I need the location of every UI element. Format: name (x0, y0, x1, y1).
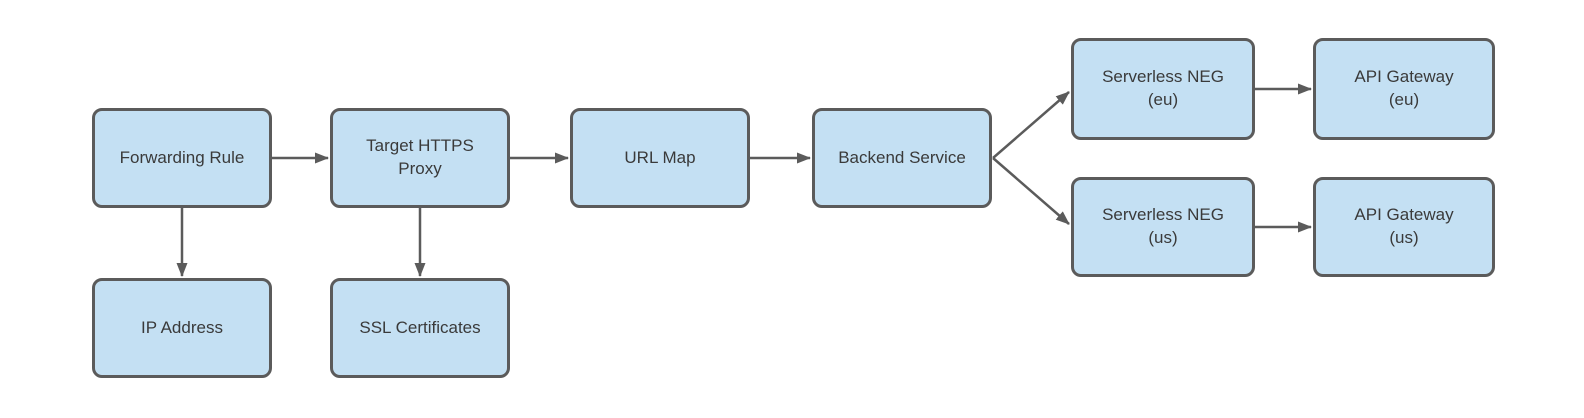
node-serverless-neg-us: Serverless NEG (us) (1071, 177, 1255, 277)
node-serverless-neg-eu-label: Serverless NEG (eu) (1102, 67, 1224, 109)
node-backend-service: Backend Service (812, 108, 992, 208)
node-target-https-proxy-label: Target HTTPS Proxy (366, 136, 474, 178)
node-serverless-neg-eu: Serverless NEG (eu) (1071, 38, 1255, 140)
arrow-backend-service-to-serverless-neg-us (992, 157, 1070, 225)
node-api-gateway-us: API Gateway (us) (1313, 177, 1495, 277)
node-ip-address-label: IP Address (141, 317, 223, 337)
node-forwarding-rule: Forwarding Rule (92, 108, 272, 208)
node-api-gateway-eu-label: API Gateway (eu) (1354, 67, 1454, 109)
node-backend-service-label: Backend Service (838, 147, 966, 167)
node-ip-address: IP Address (92, 278, 272, 378)
node-url-map-label: URL Map (624, 147, 696, 167)
node-forwarding-rule-label: Forwarding Rule (119, 147, 245, 167)
node-api-gateway-eu: API Gateway (eu) (1313, 38, 1495, 140)
node-target-https-proxy: Target HTTPS Proxy (330, 108, 510, 208)
node-serverless-neg-us-label: Serverless NEG (us) (1102, 205, 1224, 247)
arrow-backend-service-to-serverless-neg-eu (992, 91, 1070, 159)
node-api-gateway-us-label: API Gateway (us) (1354, 205, 1454, 247)
node-url-map: URL Map (570, 108, 750, 208)
node-ssl-certificates-label: SSL Certificates (359, 317, 481, 337)
node-ssl-certificates: SSL Certificates (330, 278, 510, 378)
